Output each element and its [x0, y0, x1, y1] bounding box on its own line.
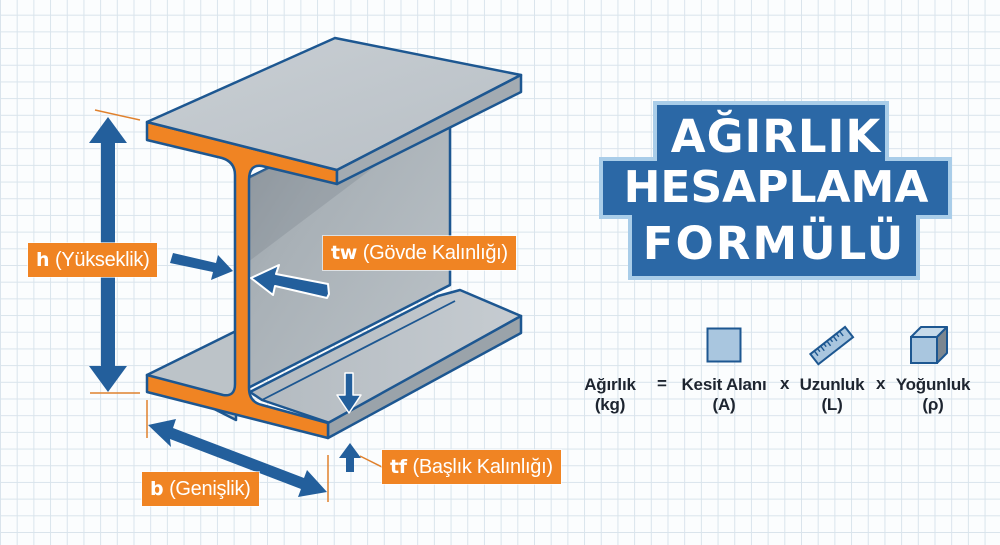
label-web-thickness-symbol: tw — [331, 242, 358, 264]
formula-term-length-name: Uzunluk — [799, 375, 865, 394]
flange-thickness-arrows — [336, 372, 362, 472]
title-line-3: FORMÜLÜ — [642, 217, 906, 270]
label-flange-thickness-symbol: tf — [390, 456, 407, 478]
label-width-symbol: b — [150, 478, 164, 500]
label-width-text: (Genişlik) — [169, 478, 251, 500]
width-dimension-arrow — [148, 419, 327, 497]
formula-result-label: Ağırlık — [584, 375, 636, 394]
formula-term-density-name: Yoğunluk — [895, 375, 971, 394]
title-line-2: HESAPLAMA — [623, 162, 929, 213]
formula-result: Ağırlık (kg) — [578, 375, 642, 415]
formula-term-area-symbol: (A) — [712, 395, 736, 414]
formula-times-1: x — [780, 374, 790, 393]
formula-term-area: Kesit Alanı (A) — [676, 375, 772, 415]
label-height: h (Yükseklik) — [28, 243, 158, 277]
label-width: b (Genişlik) — [142, 472, 259, 506]
formula-term-density-symbol: (ρ) — [922, 395, 944, 414]
formula-term-length-symbol: (L) — [821, 395, 843, 414]
web-left-arrow — [170, 253, 233, 280]
label-flange-thickness: tf (Başlık Kalınlığı) — [382, 450, 561, 484]
label-web-thickness: tw (Gövde Kalınlığı) — [323, 236, 516, 270]
cube-icon — [910, 326, 948, 364]
i-section-front-face — [145, 120, 339, 440]
square-area-icon — [706, 327, 742, 363]
label-web-thickness-text: (Gövde Kalınlığı) — [362, 242, 508, 264]
label-height-text: (Yükseklik) — [54, 249, 150, 271]
ruler-icon — [808, 325, 855, 366]
title-line-1: AĞIRLIK — [670, 110, 882, 163]
dimension-ticks — [90, 109, 389, 502]
label-flange-thickness-text: (Başlık Kalınlığı) — [412, 456, 554, 478]
formula-term-density: Yoğunluk (ρ) — [892, 375, 974, 415]
web-right-arrow — [250, 264, 330, 299]
formula-equals: = — [657, 374, 667, 393]
label-height-symbol: h — [36, 249, 50, 271]
top-flange-side-face — [335, 73, 523, 186]
formula-term-area-name: Kesit Alanı — [681, 375, 767, 394]
formula-times-2: x — [876, 374, 886, 393]
formula-result-unit: (kg) — [594, 395, 626, 414]
bottom-flange-top-face — [248, 288, 523, 440]
formula-term-length: Uzunluk (L) — [794, 375, 870, 415]
